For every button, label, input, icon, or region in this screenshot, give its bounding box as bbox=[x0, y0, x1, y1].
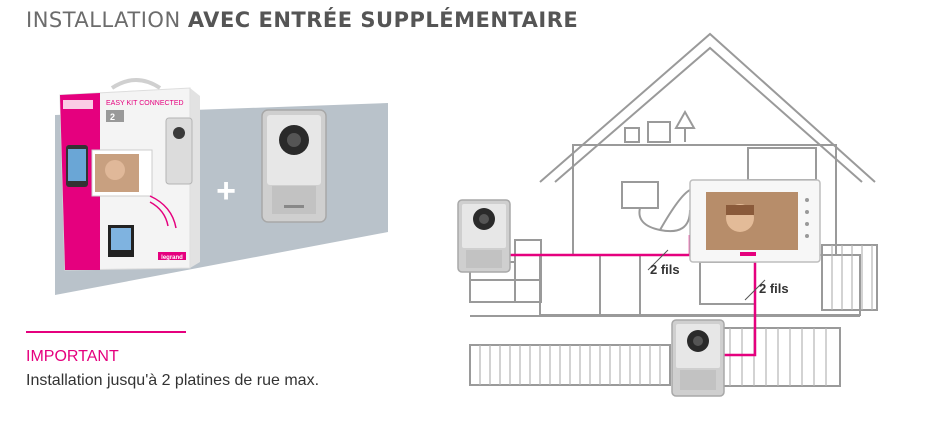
box-logo-text: legrand bbox=[161, 255, 183, 261]
wire-2 bbox=[720, 255, 757, 357]
wire-tick-1 bbox=[647, 249, 669, 271]
plus-sign: + bbox=[216, 172, 236, 210]
indoor-monitor bbox=[689, 179, 821, 263]
box-phone-screen bbox=[68, 149, 86, 181]
roof-vent bbox=[674, 109, 696, 129]
doorstation-product bbox=[261, 109, 327, 223]
meter-cable bbox=[638, 207, 691, 232]
box-handle bbox=[110, 78, 162, 90]
doorstation-1 bbox=[457, 199, 511, 273]
fence-bottom-right bbox=[719, 327, 841, 387]
box-side-doorstation bbox=[165, 117, 193, 185]
box-brand-tag bbox=[63, 100, 93, 109]
wire-tick-2 bbox=[744, 279, 766, 301]
page-title: INSTALLATION AVEC ENTRÉE SUPPLÉMENTAIRE bbox=[26, 8, 578, 32]
chimney-2 bbox=[647, 121, 671, 143]
upper-window bbox=[747, 147, 817, 181]
note-divider bbox=[26, 331, 186, 333]
box-wifi-icon bbox=[149, 201, 169, 227]
fence-slats bbox=[479, 245, 873, 386]
monitor-logo bbox=[740, 252, 756, 256]
box-badge bbox=[106, 110, 124, 122]
fence-right bbox=[821, 244, 878, 311]
gate-post-left bbox=[514, 239, 542, 303]
wire-label-1: 2 fils bbox=[650, 262, 680, 277]
box-logo bbox=[158, 252, 186, 260]
product-box: legrand EASY KIT CONNECTED 2 bbox=[59, 78, 200, 271]
door-lower bbox=[599, 254, 641, 316]
page-title-light: INSTALLATION bbox=[26, 8, 188, 32]
chimney-1 bbox=[624, 127, 640, 143]
house-roof bbox=[539, 32, 876, 183]
box-title: EASY KIT CONNECTED bbox=[106, 100, 184, 107]
doorstation-2 bbox=[671, 319, 725, 397]
box-monitor-face bbox=[105, 160, 125, 180]
box-badge-number: 2 bbox=[110, 112, 115, 122]
page-title-bold: AVEC ENTRÉE SUPPLÉMENTAIRE bbox=[187, 8, 579, 32]
wire-label-2: 2 fils bbox=[759, 281, 789, 296]
note-text: Installation jusqu'à 2 platines de rue m… bbox=[26, 372, 320, 389]
note-heading: IMPORTANT bbox=[26, 348, 119, 365]
wire-1 bbox=[510, 235, 692, 257]
doorstation-button bbox=[272, 186, 316, 214]
meter-box bbox=[621, 181, 659, 209]
